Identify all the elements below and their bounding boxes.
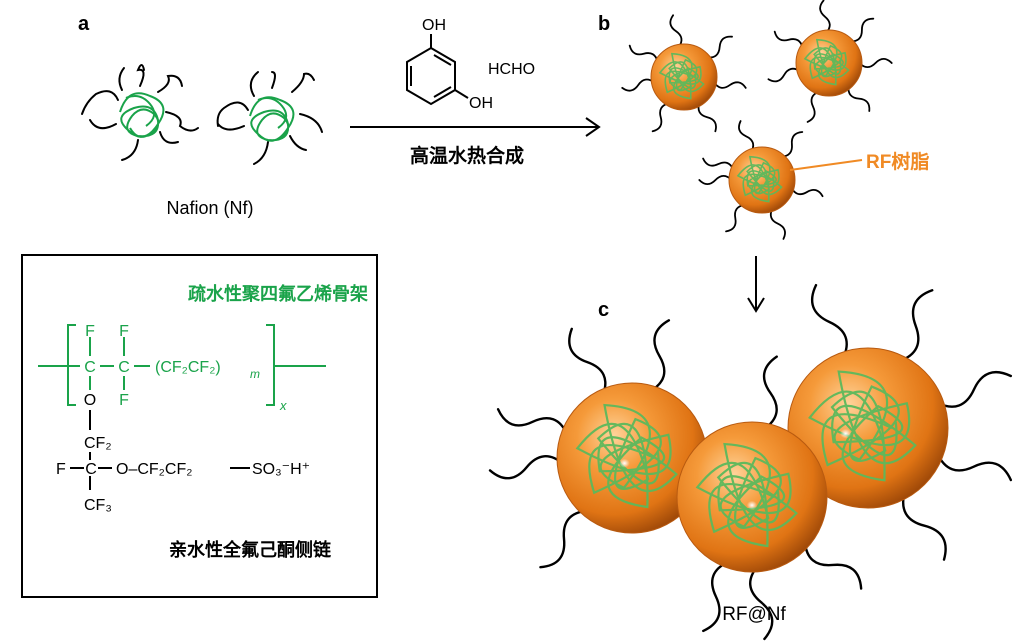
small-particle-2 (767, 0, 893, 123)
backbone-label: 疏水性聚四氟乙烯骨架 (188, 283, 368, 304)
reaction-arrow (350, 117, 601, 137)
rf-resin-label: RF树脂 (866, 150, 929, 173)
reaction-condition-label: 高温水热合成 (410, 144, 524, 167)
panel-label-b: b (598, 13, 610, 35)
rf-resin-pointer (789, 159, 863, 171)
svg-text:C: C (84, 359, 96, 376)
structure-box (21, 254, 378, 598)
hcho-label: HCHO (488, 61, 535, 78)
large-particle-1 (488, 319, 708, 569)
large-particle-3 (787, 283, 1013, 561)
svg-text:C: C (118, 359, 130, 376)
sidechain-structure: O CF₂ F C O–CF₂CF₂ SO₃⁻H⁺ CF₃ (56, 392, 310, 514)
svg-text:O: O (84, 392, 96, 409)
rf-nafion-aggregate (488, 283, 1013, 641)
nafion-coil-1 (81, 64, 199, 161)
rf-nafion-particles-small (621, 0, 893, 240)
svg-text:F: F (119, 392, 129, 409)
svg-text:CF₃: CF₃ (84, 497, 112, 514)
large-particle-2 (676, 355, 863, 641)
nafion-label: Nafion (Nf) (166, 198, 253, 218)
small-particle-1 (621, 14, 747, 133)
resorcinol-structure (406, 34, 469, 106)
svg-text:CF₂: CF₂ (84, 435, 112, 452)
svg-text:F: F (119, 323, 129, 340)
svg-text:O–CF₂CF₂: O–CF₂CF₂ (116, 461, 192, 478)
sidechain-label: 亲水性全氟己酮侧链 (169, 539, 332, 560)
svg-text:(CF₂CF₂): (CF₂CF₂) (155, 359, 221, 376)
oh-top-label: OH (422, 17, 446, 34)
svg-text:x: x (279, 398, 287, 413)
panel-label-c: c (598, 299, 609, 321)
svg-text:m: m (250, 367, 260, 381)
panel-label-a: a (78, 13, 90, 35)
backbone-structure: F C F C F (CF₂CF₂) m x (38, 323, 326, 413)
rf-nf-label: RF@Nf (722, 604, 786, 625)
svg-text:SO₃⁻H⁺: SO₃⁻H⁺ (252, 461, 310, 478)
nafion-coil-2 (216, 71, 323, 165)
svg-text:F: F (56, 461, 66, 478)
down-arrow (747, 256, 765, 313)
svg-text:C: C (85, 461, 97, 478)
oh-bottom-label: OH (469, 95, 493, 112)
svg-text:F: F (85, 323, 95, 340)
small-particle-3 (698, 120, 824, 240)
